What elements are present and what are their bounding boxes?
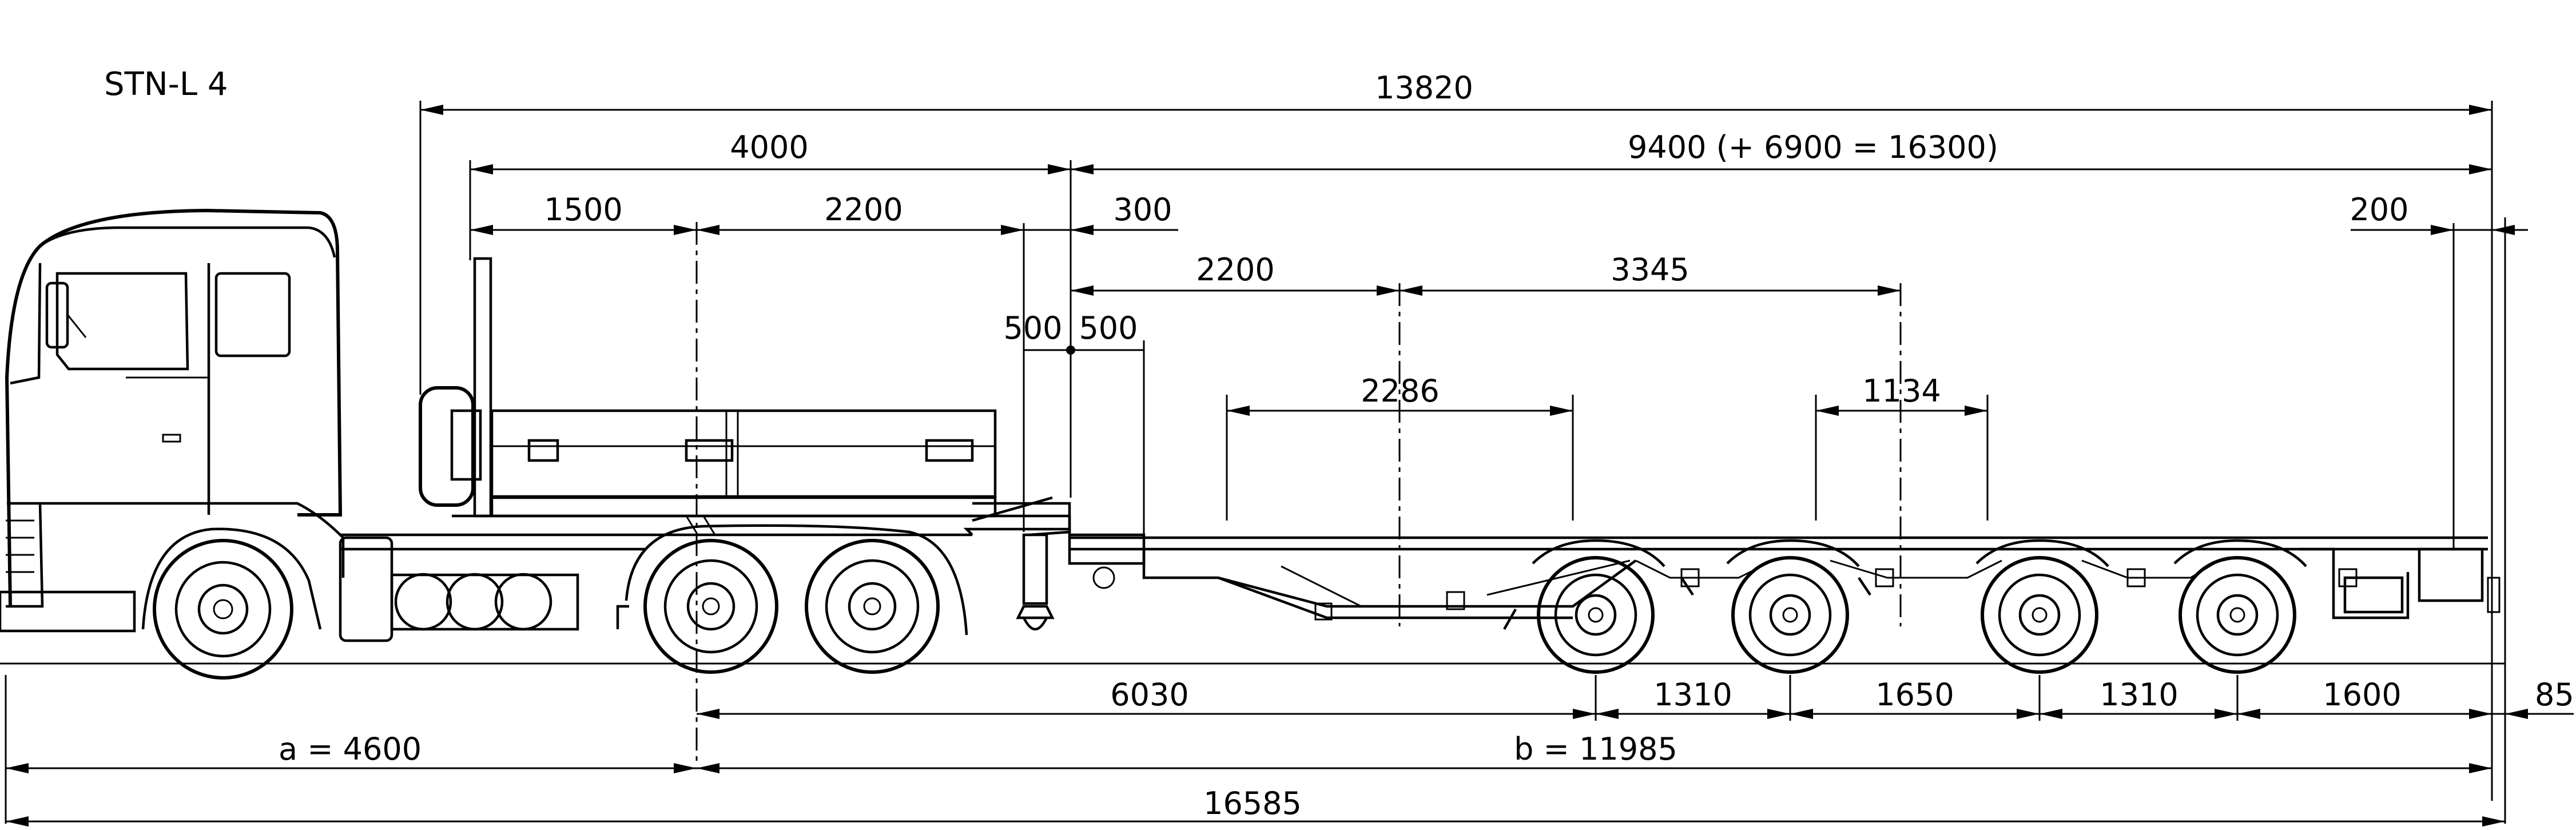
dim-2286: 2286 [1361,373,1439,409]
dimension-arrow [1400,285,1422,296]
dim-2200-mid: 2200 [1196,252,1274,288]
dim-500-left: 500 [1003,310,1062,346]
dim-6030: 6030 [1110,677,1188,713]
dim-200: 200 [2350,192,2408,228]
dimension-arrow [2215,709,2237,719]
dimension-arrow [2237,709,2260,719]
dim-1650: 1650 [1875,677,1954,713]
dimension-arrow [1550,406,1573,416]
dimension-arrow [2431,225,2454,235]
dim-1500: 1500 [544,192,622,228]
dimension-arrow [1048,164,1071,174]
truck-chassis [339,533,972,642]
dim-85: 85 [2535,677,2574,713]
dimension-arrow [674,225,697,235]
dim-300: 300 [1113,192,1172,228]
dimension-arrow [2469,709,2492,719]
front-wheel [153,539,293,680]
dim-deck-9400: 9400 (+ 6900 = 16300) [1628,129,1998,165]
dimension-arrow [1071,285,1094,296]
dimension-arrow [697,225,719,235]
trailer-deck [1070,536,2488,621]
dim-b-11985: b = 11985 [1514,731,1677,767]
dimension-arrow [420,105,443,115]
dimension-arrow [1790,709,1813,719]
dimension-arrow [2017,709,2040,719]
dimension-arrow [2469,105,2492,115]
dimension-arrow [2482,816,2505,827]
dimension-arrow [1227,406,1250,416]
dimension-dot [1066,345,1075,355]
dimension-arrow [6,763,29,773]
dimension-arrow [697,709,719,719]
dimension-arrow [6,816,29,827]
model-title: STN-L 4 [104,66,228,103]
dimension-arrow [1767,709,1790,719]
dim-1310-b: 1310 [2100,677,2178,713]
dimension-arrow [2469,763,2492,773]
dimension-arrow [470,225,493,235]
dimension-arrow [674,763,697,773]
dim-3345: 3345 [1611,252,1689,288]
dimension-arrow [697,763,719,773]
dimension-arrow [1878,285,1901,296]
truck-rear-wheels [625,524,968,674]
dimension-arrow [1071,164,1094,174]
dimension-arrow [2040,709,2062,719]
dimension-arrow [1596,709,1619,719]
spare-wheel-icon [419,386,475,507]
dim-a-4600: a = 4600 [279,731,422,767]
dimension-arrow [1377,285,1400,296]
dim-1600: 1600 [2323,677,2401,713]
cab-window-side [214,272,291,358]
dimension-arrow [1965,406,1987,416]
dimension-arrow [2505,709,2528,719]
extension-lines [5,101,2506,824]
truck-load-body [419,257,1071,536]
dimension-arrow [2469,164,2492,174]
cab-window-front [55,272,189,371]
dimension-arrow [1573,709,1596,719]
trailer-wheels [1503,539,2501,674]
dim-overall-top: 13820 [1375,70,1473,106]
dim-500-right: 500 [1079,310,1138,346]
dimension-arrow [1001,225,1024,235]
dim-1310-a: 1310 [1653,677,1732,713]
dimension-arrow [2492,225,2515,235]
truck-cab [0,208,345,633]
dimension-arrow [1071,225,1094,235]
dimension-arrow [1816,406,1839,416]
dimension-lines [6,105,2574,827]
dim-front-4000: 4000 [730,129,808,165]
dim-1134: 1134 [1862,373,1941,409]
dim-2200-top: 2200 [824,192,903,228]
dimension-arrow [470,164,493,174]
trailer-gooseneck [972,496,1146,631]
dim-overall-bottom: 16585 [1203,785,1302,821]
